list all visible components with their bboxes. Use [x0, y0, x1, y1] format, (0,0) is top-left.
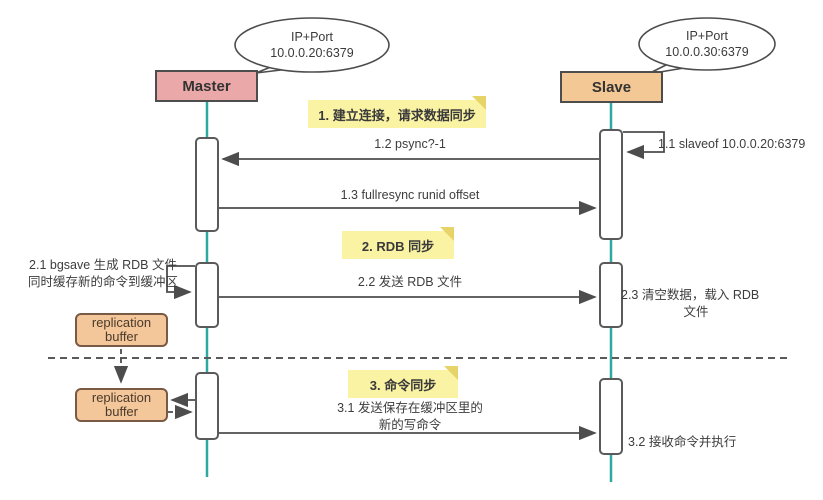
phase-note-2: 2. RDB 同步 — [342, 227, 454, 259]
master-activation-1 — [195, 137, 219, 232]
message-3-1-line2: 新的写命令 — [378, 417, 442, 432]
slave-activation-1 — [599, 129, 623, 240]
message-3-2: 3.2 接收命令并执行 — [628, 435, 737, 449]
note-fold-icon — [472, 96, 486, 110]
slave-bubble — [638, 17, 776, 71]
slave-activation-2 — [599, 262, 623, 328]
message-1-2: 1.2 psync?-1 — [374, 137, 446, 151]
master-bubble-line1: IP+Port — [290, 30, 334, 44]
message-2-3-line1: 2.3 清空数据，载入 RDB — [621, 288, 760, 302]
buffer-line1: replication — [91, 389, 152, 405]
message-2-1-line1: 2.1 bgsave 生成 RDB 文件 — [29, 258, 177, 272]
message-2-2: 2.2 发送 RDB 文件 — [357, 275, 463, 289]
phase-2-label: 2. RDB 同步 — [361, 238, 435, 254]
master-bubble — [234, 17, 390, 73]
master-activation-2 — [195, 262, 219, 328]
slave-activation-3 — [599, 378, 623, 455]
slave-bubble-line2: 10.0.0.30:6379 — [665, 44, 749, 59]
note-fold-icon — [440, 227, 454, 241]
replication-buffer-1: replication buffer — [75, 313, 168, 347]
replication-buffer-2: replication buffer — [75, 388, 168, 422]
buffer-line2: buffer — [104, 329, 138, 344]
message-2-1-line2: 同时缓存新的命令到缓冲区 — [27, 274, 178, 289]
slave-label: Slave — [591, 78, 632, 96]
phase-note-3: 3. 命令同步 — [348, 366, 458, 398]
buffer-line2: buffer — [104, 404, 138, 419]
master-bubble-line2: 10.0.0.20:6379 — [270, 45, 354, 60]
master-activation-3 — [195, 372, 219, 440]
message-3-1: 3.1 发送保存在缓冲区里的 新的写命令 — [300, 400, 520, 434]
phase-note-1: 1. 建立连接，请求数据同步 — [308, 96, 486, 128]
message-1-3: 1.3 fullresync runid offset — [340, 188, 480, 202]
master-bubble-text: IP+Port 10.0.0.20:6379 — [237, 30, 387, 61]
slave-actor-box: Slave — [560, 71, 663, 103]
master-label: Master — [182, 77, 231, 95]
phase-3-label: 3. 命令同步 — [369, 377, 437, 393]
note-fold-icon — [444, 366, 458, 380]
arrow-1-1-selfloop — [623, 131, 665, 160]
phase-1-label: 1. 建立连接，请求数据同步 — [318, 107, 476, 123]
message-1-1: 1.1 slaveof 10.0.0.20:6379 — [658, 137, 806, 151]
slave-bubble-text: IP+Port 10.0.0.30:6379 — [632, 29, 782, 60]
message-2-3-line2: 文件 — [683, 304, 709, 319]
buffer-line1: replication — [91, 314, 152, 330]
master-actor-box: Master — [155, 70, 258, 102]
slave-bubble-line1: IP+Port — [685, 29, 729, 43]
message-3-1-line1: 3.1 发送保存在缓冲区里的 — [337, 401, 483, 415]
arrow-2-1-selfloop — [166, 265, 195, 300]
message-2-1: 2.1 bgsave 生成 RDB 文件 同时缓存新的命令到缓冲区 — [12, 257, 194, 291]
message-2-3: 2.3 清空数据，载入 RDB 文件 — [621, 287, 791, 321]
